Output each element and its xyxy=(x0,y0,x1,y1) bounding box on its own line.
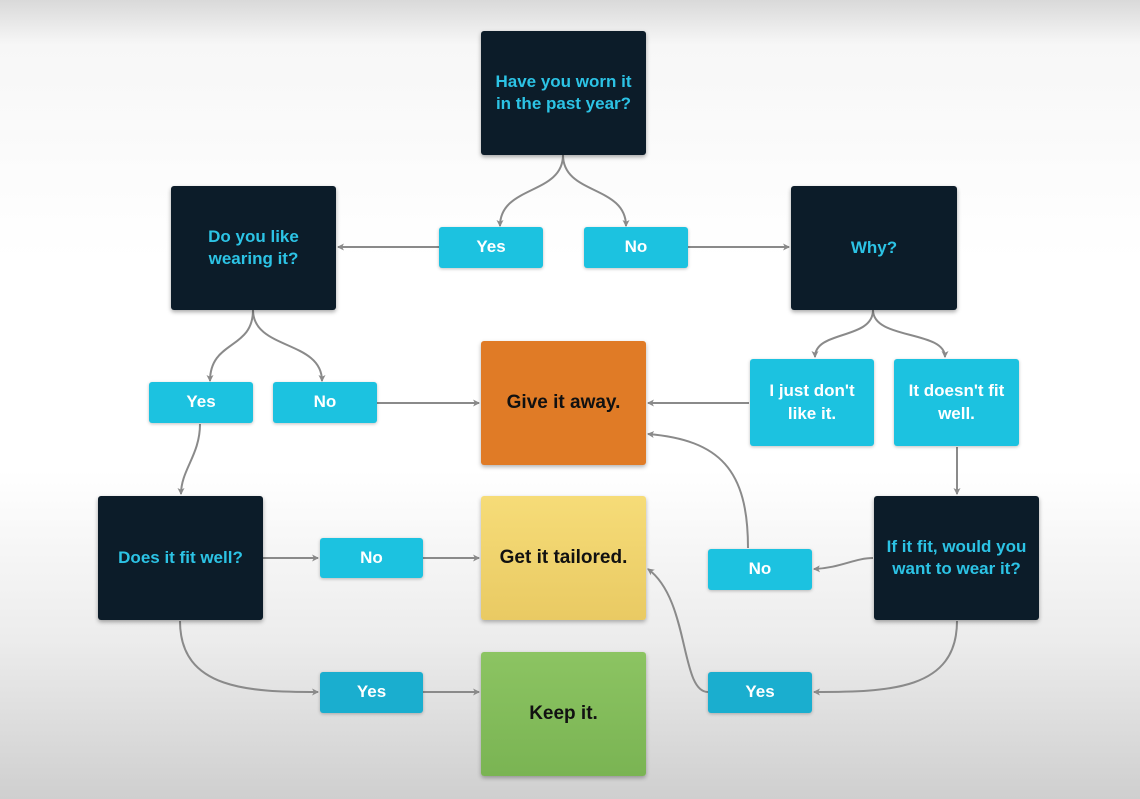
answer-worn-no: No xyxy=(584,227,688,268)
edge-like-to-yes xyxy=(206,309,254,383)
edge-worn-to-yes xyxy=(496,154,564,228)
outcome-give-away-label: Give it away. xyxy=(506,391,621,413)
edge-why-to-dont-like xyxy=(811,309,874,359)
node-why-label: Why? xyxy=(850,237,898,257)
answer-doesnt-fit: It doesn't fit well. xyxy=(894,359,1019,446)
node-worn-past-year-label: Have you worn it in the past year? xyxy=(495,71,632,113)
node-would-wear: If it fit, would you want to wear it? xyxy=(874,496,1039,620)
node-fit-well: Does it fit well? xyxy=(98,496,263,620)
answer-fit-no: No xyxy=(320,538,423,578)
answer-dont-like-label: I just don't like it. xyxy=(769,381,855,423)
node-worn-past-year: Have you worn it in the past year? xyxy=(481,31,646,155)
outcome-get-tailored: Get it tailored. xyxy=(481,496,646,620)
edge-would-no-to-give xyxy=(646,431,749,549)
edge-would-wear-to-no xyxy=(812,557,874,573)
answer-would-yes-label: Yes xyxy=(745,682,775,702)
answer-like-no: No xyxy=(273,382,377,423)
answer-like-no-label: No xyxy=(313,392,337,412)
edge-would-wear-to-yes xyxy=(812,620,958,696)
answer-worn-yes-label: Yes xyxy=(476,237,506,257)
edge-would-yes-to-tailor xyxy=(647,568,709,693)
edge-like-to-no xyxy=(252,309,326,383)
outcome-keep-it: Keep it. xyxy=(481,652,646,776)
answer-doesnt-fit-label: It doesn't fit well. xyxy=(908,381,1005,423)
answer-fit-no-label: No xyxy=(360,547,383,567)
answer-would-yes: Yes xyxy=(708,672,812,713)
answer-fit-yes-label: Yes xyxy=(356,682,387,702)
node-fit-well-label: Does it fit well? xyxy=(118,547,243,567)
answer-would-no-label: No xyxy=(748,559,772,579)
edge-worn-to-no xyxy=(562,154,630,228)
answer-worn-yes: Yes xyxy=(439,227,543,268)
outcome-give-away: Give it away. xyxy=(481,341,646,465)
edge-why-to-not-fit xyxy=(872,309,949,359)
node-like-wearing-label: Do you like wearing it? xyxy=(208,226,299,268)
edge-fit-to-yes xyxy=(179,620,320,696)
outcome-keep-it-label: Keep it. xyxy=(529,702,598,724)
answer-like-yes-label: Yes xyxy=(186,392,216,412)
edge-like-yes-to-fit xyxy=(177,423,201,496)
answer-dont-like: I just don't like it. xyxy=(750,359,874,446)
node-why: Why? xyxy=(791,186,957,310)
answer-worn-no-label: No xyxy=(624,237,648,257)
answer-fit-yes: Yes xyxy=(320,672,423,713)
node-like-wearing: Do you like wearing it? xyxy=(171,186,336,310)
answer-like-yes: Yes xyxy=(149,382,253,423)
node-would-wear-label: If it fit, would you want to wear it? xyxy=(886,536,1027,578)
answer-would-no: No xyxy=(708,549,812,590)
outcome-get-tailored-label: Get it tailored. xyxy=(499,546,628,568)
